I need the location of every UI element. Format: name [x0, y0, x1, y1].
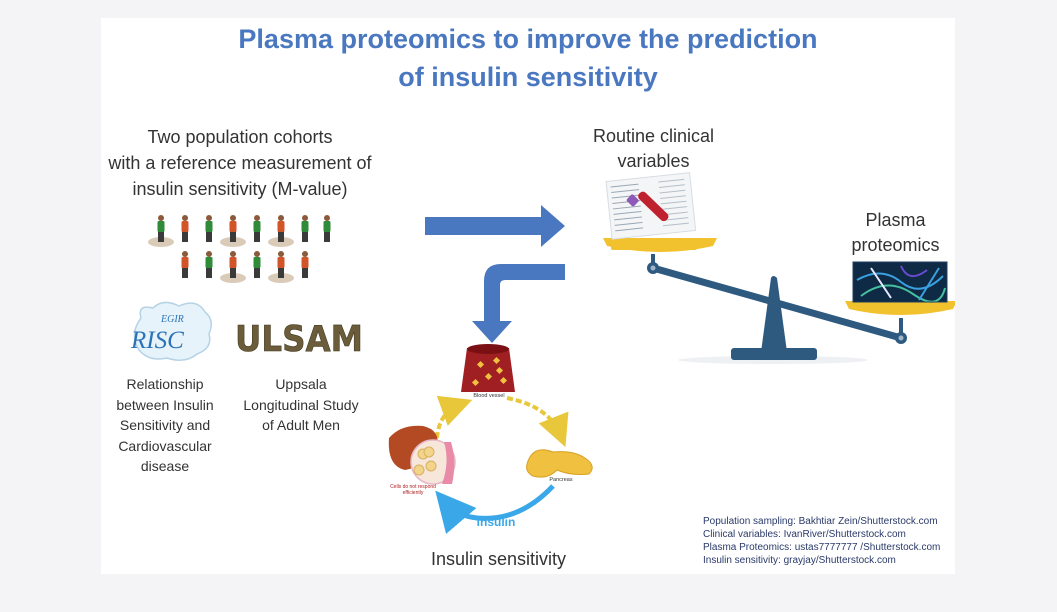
title-line-2: of insulin sensitivity	[398, 62, 658, 92]
cohorts-heading-line-1: Two population cohorts	[147, 127, 333, 147]
lab-report-blood-tube-icon	[605, 172, 697, 240]
risc-caption-line-2: between Insulin	[116, 396, 214, 413]
credit-line-1: Population sampling: Bakhtiar Zein/Shutt…	[703, 516, 938, 527]
routine-clinical-line-2: variables	[617, 151, 690, 171]
risc-logo-text: RISC	[130, 327, 184, 354]
plasma-proteomics-line-1: Plasma	[865, 210, 926, 230]
risc-caption-line-4: Cardiovascular	[118, 437, 212, 454]
blood-vessel-icon	[461, 344, 515, 392]
cohorts-heading-line-3: insulin sensitivity (M-value)	[132, 179, 348, 199]
protein-network-icon	[852, 261, 948, 303]
ulsam-caption-line-1: Uppsala	[275, 376, 327, 392]
person-icon	[253, 251, 261, 278]
ulsam-logo-text: ULSAM	[235, 319, 363, 360]
population-people-icon	[148, 215, 331, 283]
pancreas-icon	[526, 449, 593, 478]
plasma-proteomics-line-2: proteomics	[851, 235, 940, 255]
ulsam-logo-icon: ULSAM	[235, 319, 364, 361]
infographic-canvas: Plasma proteomics to improve the predict…	[101, 18, 955, 574]
risc-caption-line-1: Relationship	[126, 376, 204, 392]
person-icon	[148, 215, 174, 247]
credit-line-4: Insulin sensitivity: grayjay/Shutterstoc…	[703, 555, 896, 566]
person-icon	[181, 251, 189, 278]
credit-line-2: Clinical variables: IvanRiver/Shuttersto…	[703, 529, 906, 540]
person-icon	[253, 215, 261, 242]
person-icon	[205, 251, 213, 278]
person-icon	[268, 251, 294, 283]
risc-caption-line-3: Sensitivity and	[119, 417, 211, 433]
routine-clinical-line-1: Routine clinical	[592, 126, 715, 146]
insulin-sensitivity-caption: Insulin sensitivity	[430, 549, 567, 569]
risc-caption: Relationship between Insulin Sensitivity…	[101, 374, 235, 477]
liver-icon	[388, 425, 456, 485]
person-icon	[220, 215, 246, 247]
pancreas-label: Pancreas	[549, 477, 573, 483]
person-icon	[268, 215, 294, 247]
insulin-cycle	[388, 344, 593, 534]
cells-to-vessel-arrow-icon	[435, 395, 473, 439]
insulin-arrow-icon	[435, 484, 555, 534]
person-icon	[323, 215, 331, 242]
vessel-to-pancreas-arrow-icon	[506, 396, 569, 448]
right-arrow-icon	[425, 205, 565, 247]
person-icon	[301, 251, 309, 278]
diagram-graphics: EGIR RISC ULSAM	[130, 172, 955, 534]
credit-line-3: Plasma Proteomics: ustas7777777 /Shutter…	[703, 542, 941, 553]
person-icon	[205, 215, 213, 242]
ulsam-caption: Uppsala Longitudinal Study of Adult Men	[235, 374, 367, 436]
risc-logo-egir-text: EGIR	[160, 314, 184, 325]
cohorts-heading-line-2: with a reference measurement of	[108, 153, 372, 173]
balance-scale-icon	[603, 238, 955, 364]
plasma-proteomics-label: Plasma proteomics	[833, 208, 955, 258]
person-icon	[220, 251, 246, 283]
blood-vessel-label: Blood vessel	[473, 393, 505, 399]
risc-logo-icon: EGIR RISC	[130, 301, 212, 361]
risc-caption-line-5: disease	[140, 458, 190, 474]
title-line-1: Plasma proteomics to improve the predict…	[238, 24, 818, 54]
ulsam-caption-line-2: Longitudinal Study	[243, 396, 359, 413]
ulsam-caption-line-3: of Adult Men	[262, 417, 340, 433]
image-credits: Population sampling: Bakhtiar Zein/Shutt…	[703, 515, 955, 567]
cells-label: Cells do not respond efficiently	[390, 484, 436, 496]
person-icon	[301, 215, 309, 242]
cohorts-heading: Two population cohorts with a reference …	[101, 124, 385, 202]
insulin-label: Insulin	[476, 515, 516, 529]
person-icon	[181, 215, 189, 242]
bent-down-arrow-icon	[472, 264, 565, 343]
routine-clinical-label: Routine clinical variables	[561, 124, 746, 174]
